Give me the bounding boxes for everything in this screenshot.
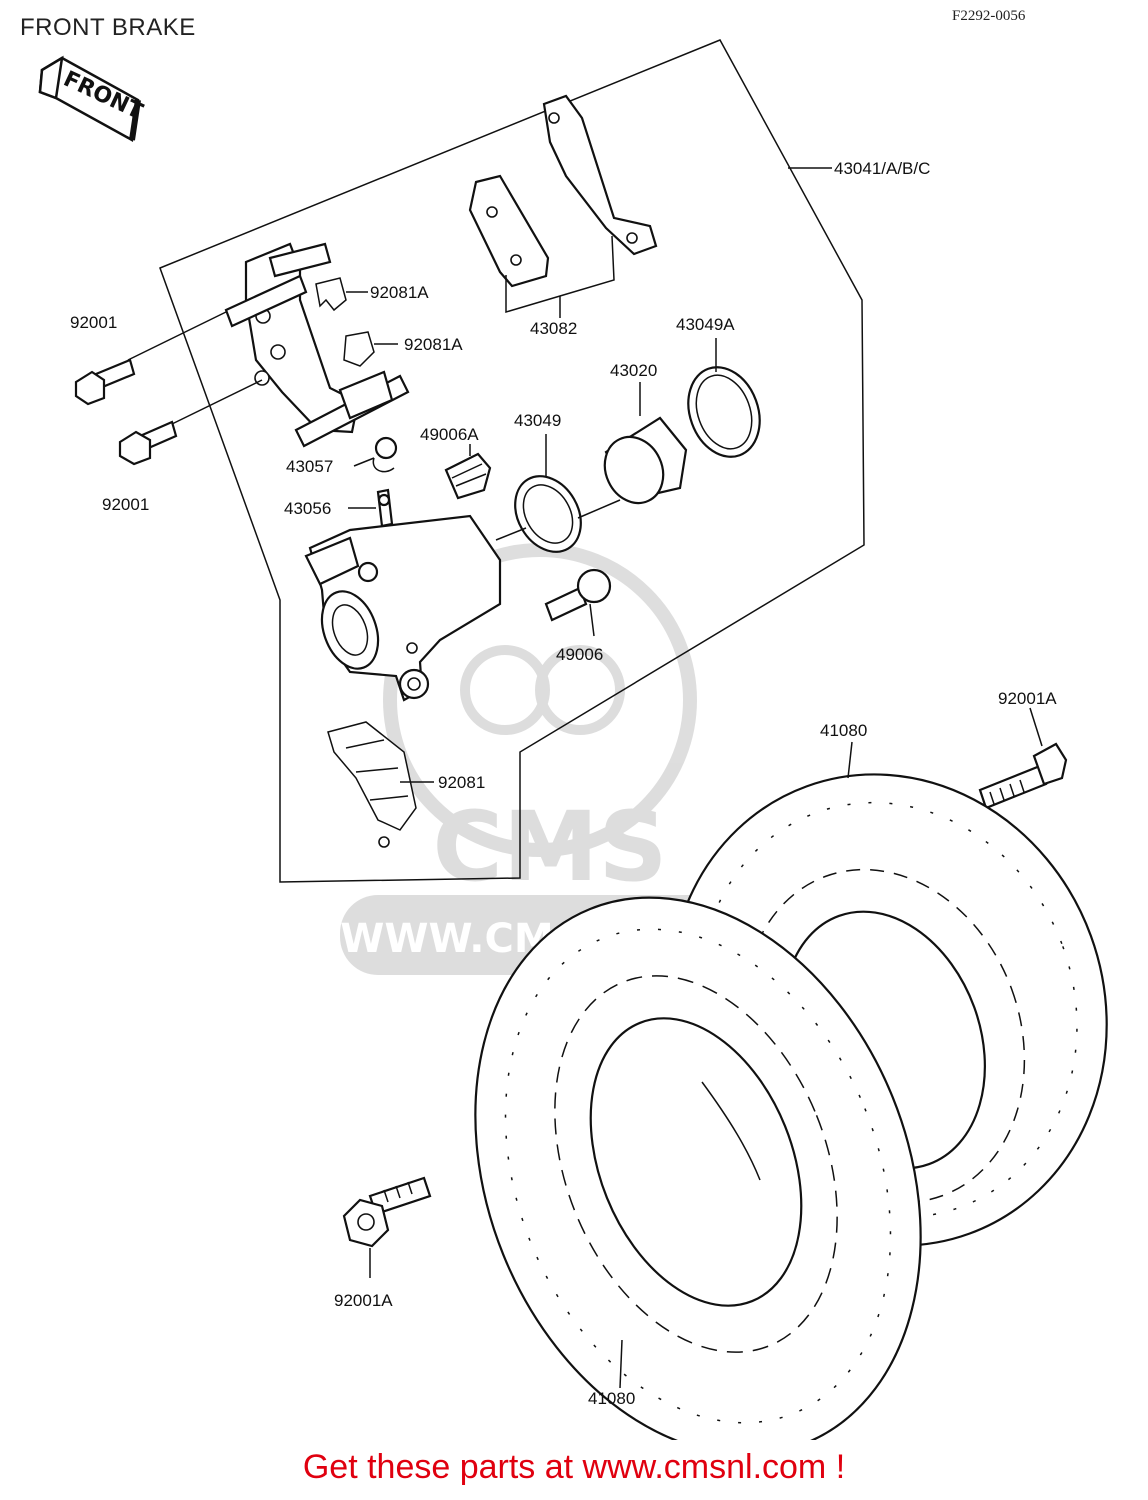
- seal-43049a: [687, 366, 761, 458]
- label-92081a-upper: 92081A: [370, 283, 429, 302]
- figure-code: F2292-0056: [952, 8, 1026, 24]
- label-43082: 43082: [530, 319, 577, 338]
- label-43056: 43056: [284, 499, 331, 518]
- bolt-92001a-right: [978, 742, 1068, 810]
- exploded-diagram: CMS WWW.CMSNL.COM FRONT: [38, 39, 1108, 1440]
- label-49006: 49006: [556, 645, 603, 664]
- pad-spring-upper: [315, 277, 347, 312]
- label-92081a-lower: 92081A: [404, 335, 463, 354]
- bolt-49006: [544, 568, 612, 622]
- page-title: FRONT BRAKE: [20, 14, 196, 41]
- label-92001a-right: 92001A: [998, 689, 1057, 708]
- label-92001a-left: 92001A: [334, 1291, 393, 1310]
- boot-49006a: [444, 452, 492, 500]
- label-43049: 43049: [514, 411, 561, 430]
- watermark-logo: CMS: [432, 791, 667, 903]
- label-41080-top: 41080: [820, 721, 867, 740]
- caliper-assembly-outline: [159, 39, 865, 883]
- label-49006a: 49006A: [420, 425, 479, 444]
- pad-spring-middle: [343, 331, 375, 367]
- footer-promo-text: Get these parts at www.cmsnl.com !: [302, 1448, 846, 1486]
- bleeder-valve-43056: [376, 488, 394, 528]
- label-43020: 43020: [610, 361, 657, 380]
- brake-pad-left: [468, 174, 550, 288]
- caliper-body: [304, 514, 502, 702]
- seal-43049: [514, 475, 582, 553]
- bleeder-cap-43057: [372, 436, 398, 473]
- label-43057: 43057: [286, 457, 333, 476]
- label-92001-lower: 92001: [102, 495, 149, 514]
- brake-pad-right: [542, 94, 658, 256]
- caliper-bracket: [224, 242, 410, 448]
- front-direction-arrow: FRONT: [38, 55, 146, 142]
- label-92081: 92081: [438, 773, 485, 792]
- pad-spring-92081: [327, 721, 417, 848]
- label-43049a: 43049A: [676, 315, 735, 334]
- brake-disc-front: [474, 896, 922, 1440]
- piston-43020: [603, 416, 688, 505]
- leader-lines: [127, 235, 1043, 1389]
- bolt-92001a-left: [342, 1176, 432, 1248]
- bolt-92001-lower: [118, 420, 178, 466]
- label-41080-bottom: 41080: [588, 1389, 635, 1408]
- label-43041: 43041/A/B/C: [834, 159, 930, 178]
- bolt-92001-upper: [74, 358, 136, 406]
- label-92001-upper: 92001: [70, 313, 117, 332]
